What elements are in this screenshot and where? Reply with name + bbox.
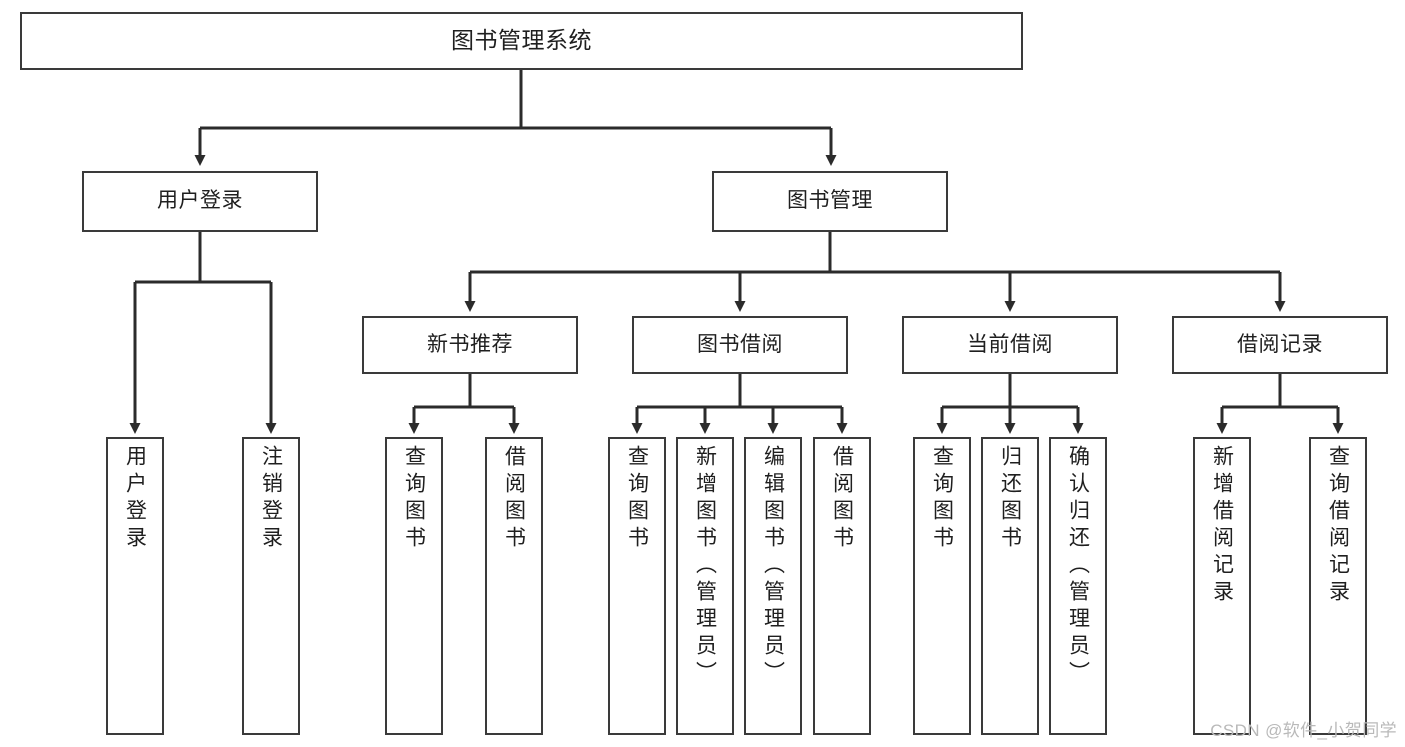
node-borrow-record-label: 借阅记录: [1237, 332, 1323, 356]
leaf-user-login[interactable]: 用户登录: [106, 437, 164, 735]
leaf-query-book-2-label: 查询图书: [625, 445, 649, 553]
node-new-book-rec[interactable]: 新书推荐: [362, 316, 578, 374]
leaf-add-record[interactable]: 新增借阅记录: [1193, 437, 1251, 735]
leaf-confirm-return[interactable]: 确认归还（管理员）: [1049, 437, 1107, 735]
leaf-edit-book-label: 编辑图书（管理员）: [761, 445, 785, 688]
leaf-query-book-1[interactable]: 查询图书: [385, 437, 443, 735]
node-current-borrow[interactable]: 当前借阅: [902, 316, 1118, 374]
node-user-login-label: 用户登录: [157, 189, 243, 213]
leaf-query-record-label: 查询借阅记录: [1326, 445, 1350, 607]
leaf-add-record-label: 新增借阅记录: [1210, 445, 1234, 607]
leaf-add-book-label: 新增图书（管理员）: [693, 445, 717, 688]
csdn-watermark: CSDN @软件_小贺同学: [1210, 721, 1397, 740]
leaf-user-logout-label: 注销登录: [259, 445, 283, 553]
leaf-add-book[interactable]: 新增图书（管理员）: [676, 437, 734, 735]
node-book-manage-label: 图书管理: [787, 189, 873, 213]
leaf-query-record[interactable]: 查询借阅记录: [1309, 437, 1367, 735]
node-user-login[interactable]: 用户登录: [82, 171, 318, 232]
node-root[interactable]: 图书管理系统: [20, 12, 1023, 70]
leaf-borrow-book-1-label: 借阅图书: [502, 445, 526, 553]
node-new-book-rec-label: 新书推荐: [427, 332, 513, 356]
node-borrow-record[interactable]: 借阅记录: [1172, 316, 1388, 374]
node-root-label: 图书管理系统: [451, 27, 592, 54]
leaf-return-book-label: 归还图书: [998, 445, 1022, 553]
leaf-query-book-1-label: 查询图书: [402, 445, 426, 553]
leaf-query-book-3[interactable]: 查询图书: [913, 437, 971, 735]
leaf-confirm-return-label: 确认归还（管理员）: [1066, 445, 1090, 688]
leaf-query-book-2[interactable]: 查询图书: [608, 437, 666, 735]
leaf-query-book-3-label: 查询图书: [930, 445, 954, 553]
leaf-user-login-label: 用户登录: [123, 445, 147, 553]
leaf-return-book[interactable]: 归还图书: [981, 437, 1039, 735]
node-current-borrow-label: 当前借阅: [967, 332, 1053, 356]
node-book-borrow[interactable]: 图书借阅: [632, 316, 848, 374]
leaf-edit-book[interactable]: 编辑图书（管理员）: [744, 437, 802, 735]
leaf-user-logout[interactable]: 注销登录: [242, 437, 300, 735]
leaf-borrow-book-1[interactable]: 借阅图书: [485, 437, 543, 735]
leaf-borrow-book-2-label: 借阅图书: [830, 445, 854, 553]
leaf-borrow-book-2[interactable]: 借阅图书: [813, 437, 871, 735]
node-book-borrow-label: 图书借阅: [697, 332, 783, 356]
node-book-manage[interactable]: 图书管理: [712, 171, 948, 232]
